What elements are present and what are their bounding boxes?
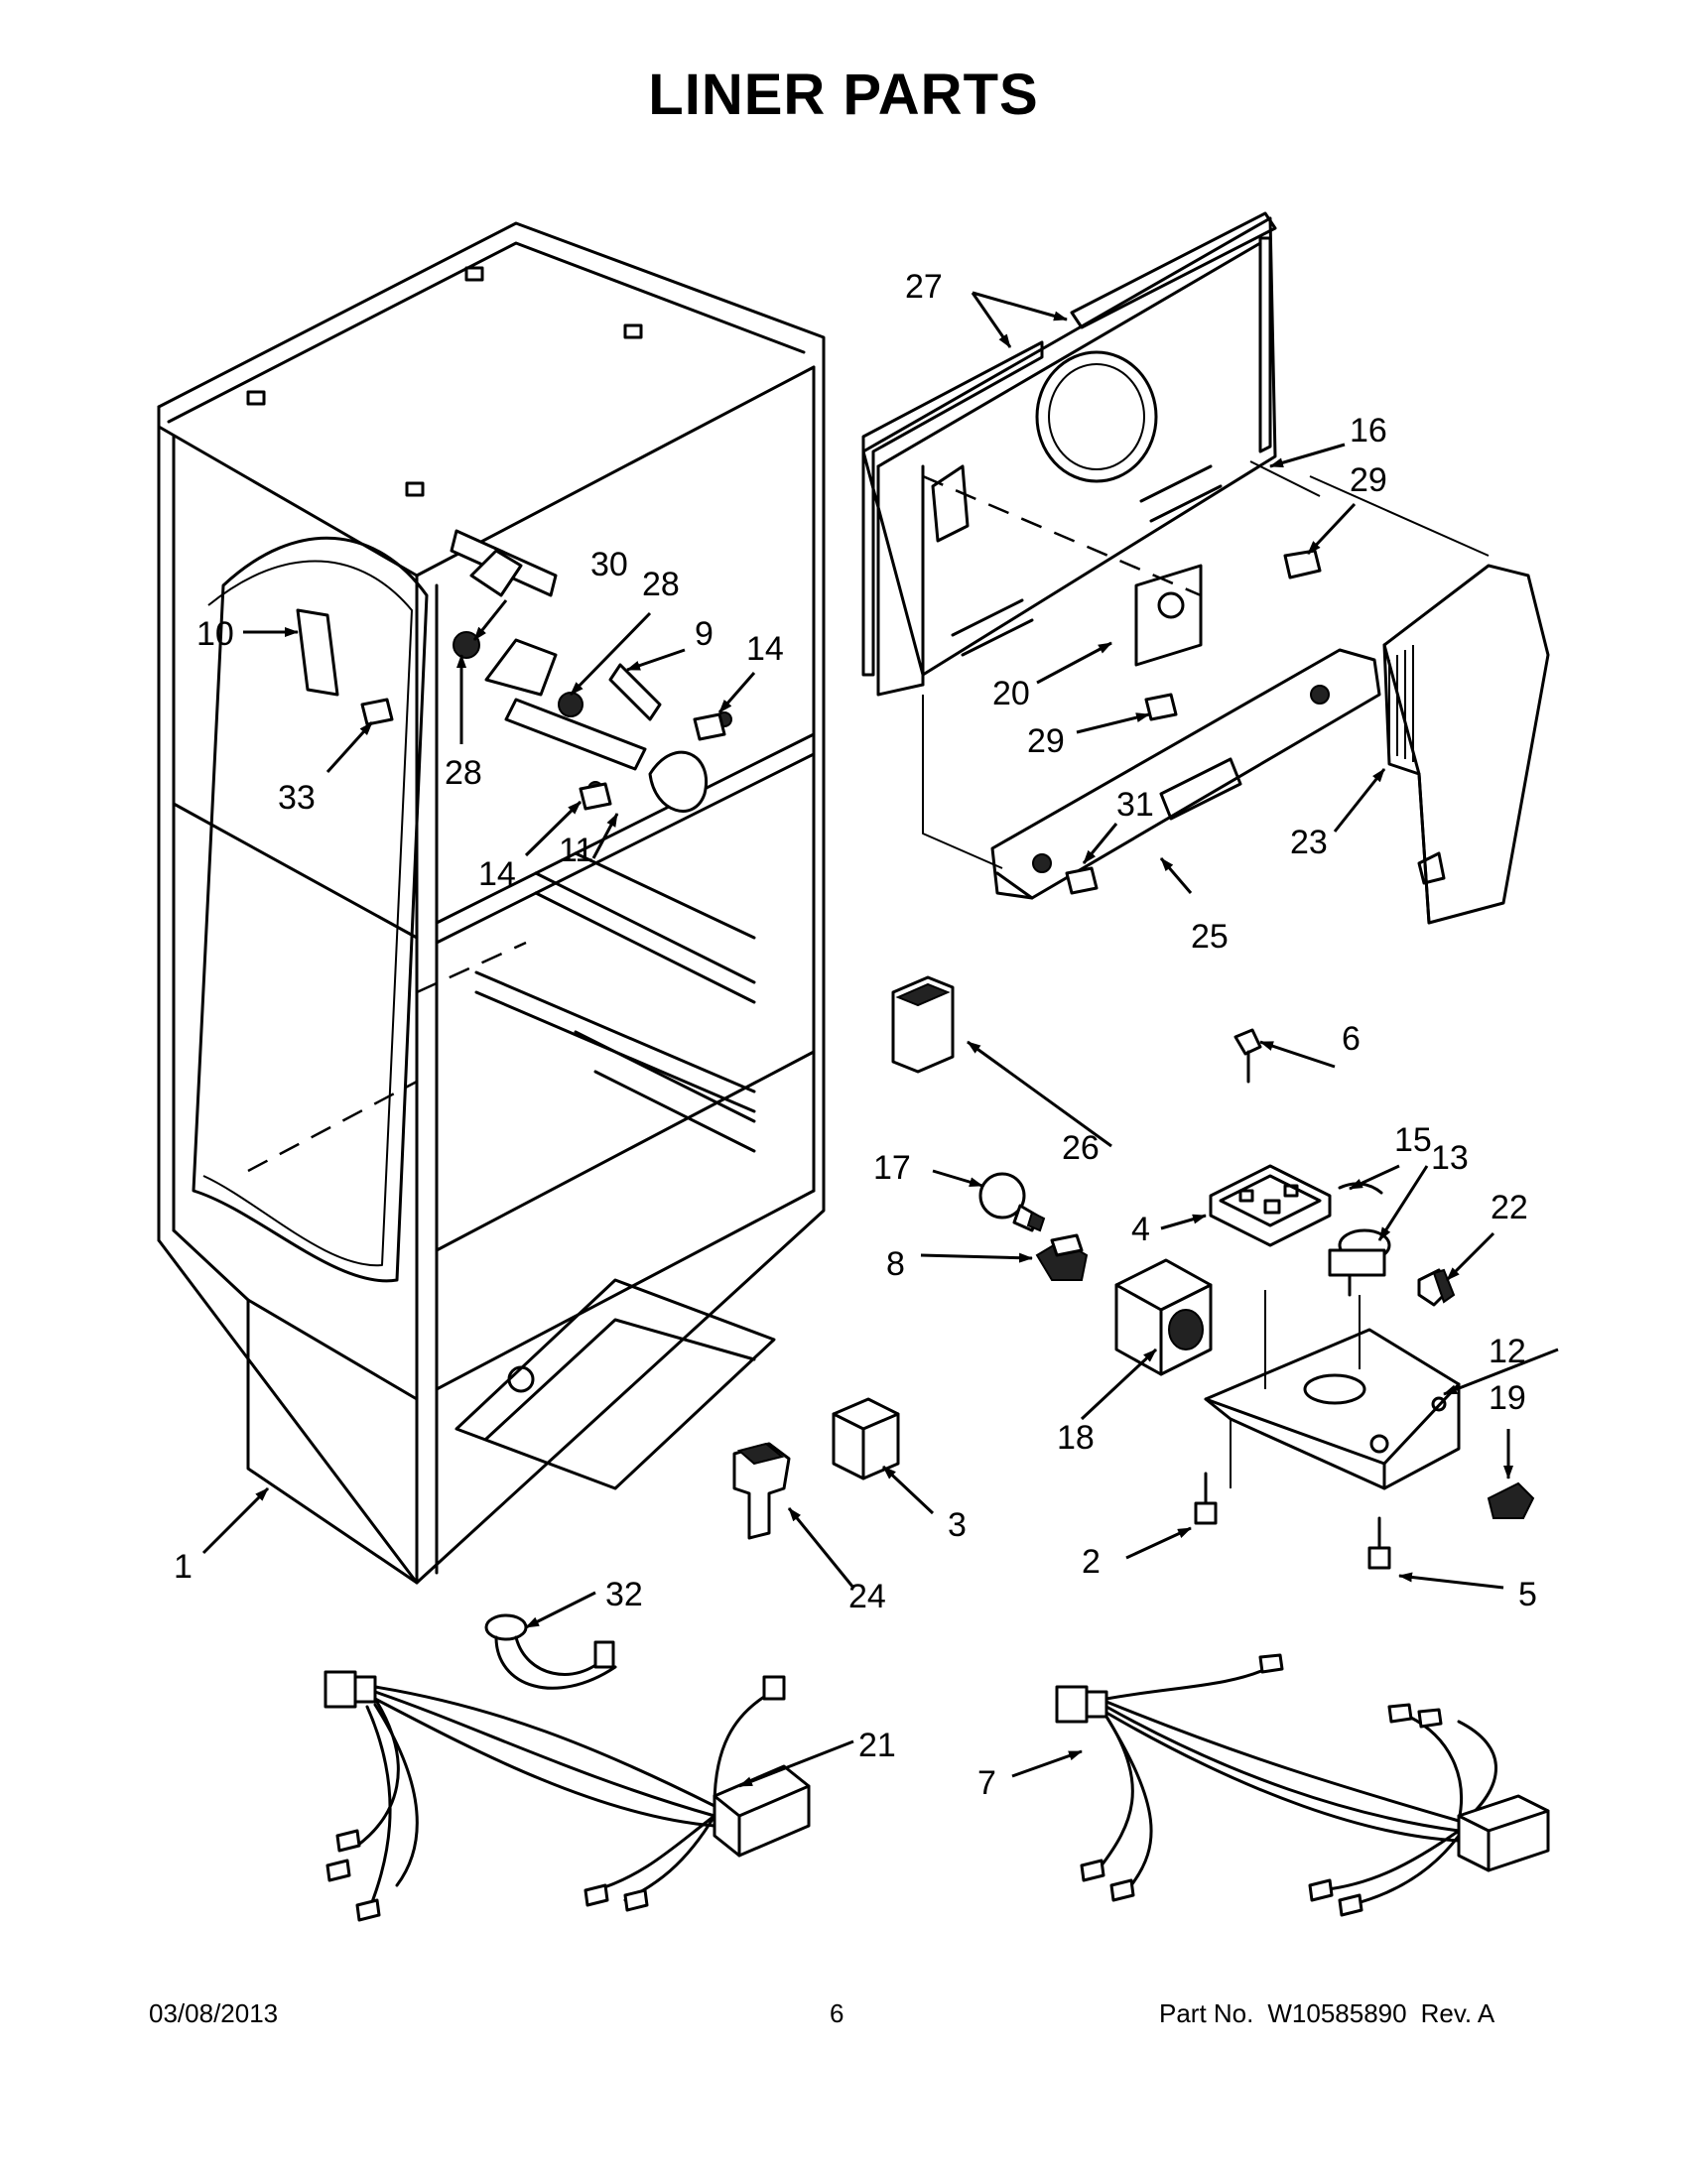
thermistor-32 <box>484 1613 617 1690</box>
callout-12: 12 <box>1489 1333 1526 1370</box>
footer-part-number: Part No. W10585890 Rev. A <box>1159 1998 1508 2029</box>
callout-26: 26 <box>1062 1129 1100 1167</box>
evaporator-cover-panel <box>861 216 1277 697</box>
callout-32: 32 <box>605 1576 643 1613</box>
callout-5: 5 <box>1518 1576 1537 1613</box>
control-housing-12 <box>1204 1290 1461 1490</box>
callout-25: 25 <box>1191 918 1229 956</box>
callout-18: 18 <box>1057 1419 1095 1457</box>
callout-31: 31 <box>1116 786 1154 824</box>
part-label: Part No. <box>1159 1998 1254 2028</box>
evaporator-fan-assembly <box>296 529 732 813</box>
light-switch-26 <box>891 975 955 1074</box>
screw-5 <box>1367 1516 1391 1570</box>
callout-14b: 14 <box>478 855 516 893</box>
part-number: W10585890 <box>1267 1998 1407 2028</box>
revision: Rev. A <box>1420 1998 1495 2028</box>
callout-28a: 28 <box>642 566 680 603</box>
callout-29b: 29 <box>1027 722 1065 760</box>
switch-24 <box>732 1442 791 1540</box>
light-bulb-17 <box>978 1172 1046 1232</box>
callout-30: 30 <box>590 546 628 583</box>
callout-22: 22 <box>1491 1189 1528 1226</box>
callout-28b: 28 <box>445 754 482 792</box>
callout-15: 15 <box>1394 1121 1432 1159</box>
callout-9: 9 <box>695 615 714 653</box>
thermostat-13 <box>1328 1228 1391 1297</box>
callout-8: 8 <box>886 1245 905 1283</box>
callout-6: 6 <box>1342 1020 1361 1058</box>
callout-16: 16 <box>1350 412 1387 450</box>
callout-17: 17 <box>873 1149 911 1187</box>
knob-22 <box>1417 1268 1456 1307</box>
wire-harness-7 <box>1055 1653 1550 1917</box>
relay-3 <box>832 1397 900 1480</box>
footer-page-number: 6 <box>830 1998 844 2028</box>
callout-27: 27 <box>905 268 943 306</box>
screw-2 <box>1194 1472 1218 1525</box>
callout-11: 11 <box>559 832 593 869</box>
callout-20: 20 <box>992 675 1030 712</box>
callout-29a: 29 <box>1350 461 1387 499</box>
callout-19: 19 <box>1489 1379 1526 1417</box>
leader-arrows <box>201 291 1559 1788</box>
refrigerator-liner <box>157 221 826 1585</box>
wire-harness-21 <box>324 1670 811 1922</box>
page-title: LINER PARTS <box>648 63 1039 127</box>
connector-19 <box>1487 1481 1535 1519</box>
lower-cover-grille <box>990 648 1381 900</box>
light-shield-18 <box>1114 1258 1213 1376</box>
callout-24: 24 <box>848 1578 886 1615</box>
callout-labels: 1 2 3 4 5 6 7 8 9 10 11 12 13 14 14 15 1… <box>174 268 1537 1802</box>
callout-7: 7 <box>977 1764 996 1802</box>
control-board-4 <box>1209 1164 1332 1247</box>
screw-6 <box>1233 1028 1262 1084</box>
callout-21: 21 <box>858 1727 896 1764</box>
callout-1: 1 <box>174 1548 193 1586</box>
callout-33: 33 <box>278 779 316 817</box>
footer-date: 03/08/2013 <box>149 1998 279 2028</box>
cover-gasket <box>861 211 1277 677</box>
callout-2: 2 <box>1082 1543 1101 1581</box>
callout-3: 3 <box>948 1506 967 1544</box>
callout-13: 13 <box>1431 1139 1469 1177</box>
lamp-socket-8 <box>1035 1233 1089 1281</box>
fan-duct-cover <box>1382 564 1550 925</box>
callout-10: 10 <box>196 615 234 653</box>
screw-icons <box>360 549 1322 895</box>
callout-14a: 14 <box>746 630 784 668</box>
callout-23: 23 <box>1290 824 1328 861</box>
callout-4: 4 <box>1131 1211 1150 1248</box>
